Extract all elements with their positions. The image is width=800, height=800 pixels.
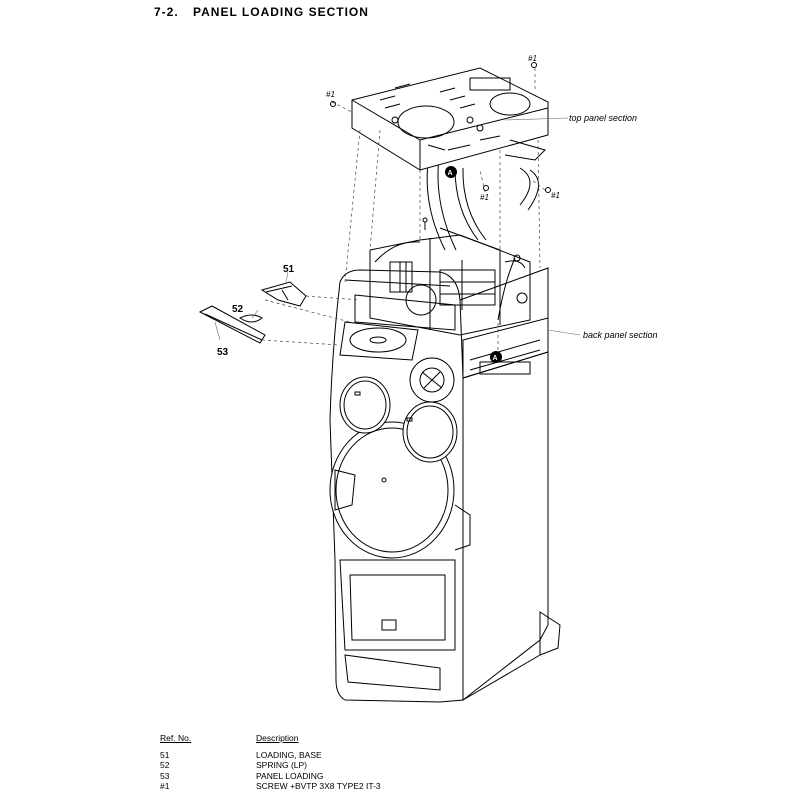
page-title: 7-2. PANEL LOADING SECTION: [154, 5, 369, 19]
callout-51: 51: [283, 264, 295, 275]
part-52-spring: [239, 314, 263, 323]
part-53-panel-loading: [198, 305, 266, 344]
row-desc: SCREW +BVTP 3X8 TYPE2 IT-3: [256, 780, 381, 791]
row-ref: 53: [160, 770, 170, 781]
screw-label-4: #1: [480, 193, 489, 202]
label-leaders: [214, 117, 581, 341]
connector-a-label-1: A: [448, 170, 453, 177]
header-ref-no: Ref. No.: [160, 733, 192, 743]
row-desc: SPRING (LP): [256, 760, 308, 771]
row-desc: PANEL LOADING: [256, 770, 324, 781]
header-description: Description: [256, 733, 299, 743]
row-ref: #1: [160, 780, 170, 791]
assembly-guide-lines: [261, 68, 546, 350]
speaker-cabinet: [329, 267, 561, 703]
part-51-loading-base: [260, 281, 307, 307]
parts-table-header: Ref. No. Description: [160, 733, 381, 750]
table-row: #1 SCREW +BVTP 3X8 TYPE2 IT-3: [160, 781, 381, 791]
table-row: 51 LOADING, BASE: [160, 750, 381, 760]
screw-label-2: #1: [528, 54, 537, 63]
row-desc: LOADING, BASE: [256, 750, 322, 761]
section-number: 7-2.: [154, 5, 179, 19]
connector-a-label-2: A: [493, 355, 498, 362]
table-row: 52 SPRING (LP): [160, 760, 381, 770]
chassis-block: [369, 227, 531, 336]
screw-label-1: #1: [326, 90, 335, 99]
callout-53: 53: [217, 347, 229, 358]
row-ref: 52: [160, 760, 170, 771]
back-panel-label: back panel section: [583, 330, 658, 340]
row-ref: 51: [160, 750, 170, 761]
parts-table: Ref. No. Description 51 LOADING, BASE 52…: [160, 733, 381, 791]
connector-a-markers: [445, 166, 502, 363]
table-row: 53 PANEL LOADING: [160, 771, 381, 781]
top-panel-label: top panel section: [569, 113, 637, 123]
top-panel: [351, 67, 549, 171]
screw-label-3: #1: [551, 191, 560, 200]
screw-icons: [330, 62, 551, 193]
callout-52: 52: [232, 304, 244, 315]
section-title: PANEL LOADING SECTION: [193, 5, 369, 19]
